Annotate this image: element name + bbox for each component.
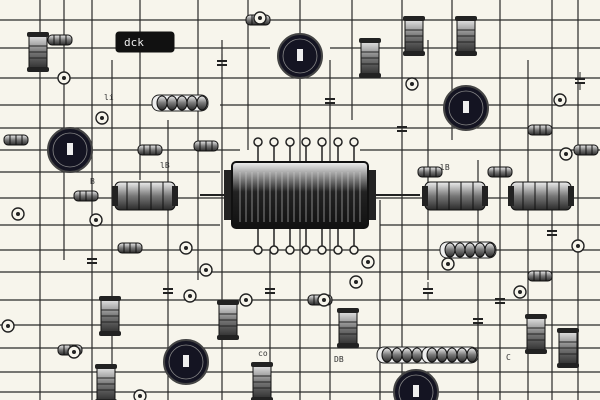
inductor-icon — [111, 181, 179, 211]
label-li: li — [104, 93, 114, 102]
coil-icon — [421, 346, 479, 364]
dial-gauge-icon — [163, 339, 209, 385]
coil-icon — [439, 241, 497, 259]
label-lb: lB — [440, 163, 450, 172]
display-label: dck — [124, 36, 144, 49]
dial-gauge-icon — [443, 85, 489, 131]
label-c: C — [506, 353, 511, 362]
label-db: DB — [334, 355, 344, 364]
label-b: B — [90, 177, 95, 186]
top-display — [115, 31, 175, 53]
label-co: co — [258, 349, 268, 358]
dial-gauge-icon — [47, 127, 93, 173]
inductor-icon — [421, 181, 489, 211]
inductor-icon — [507, 181, 575, 211]
central-ic-chip — [200, 137, 420, 255]
label-ib: lB — [160, 161, 170, 170]
dial-gauge-icon — [393, 369, 439, 400]
dial-gauge-icon — [277, 33, 323, 79]
coil-icon — [151, 94, 209, 112]
